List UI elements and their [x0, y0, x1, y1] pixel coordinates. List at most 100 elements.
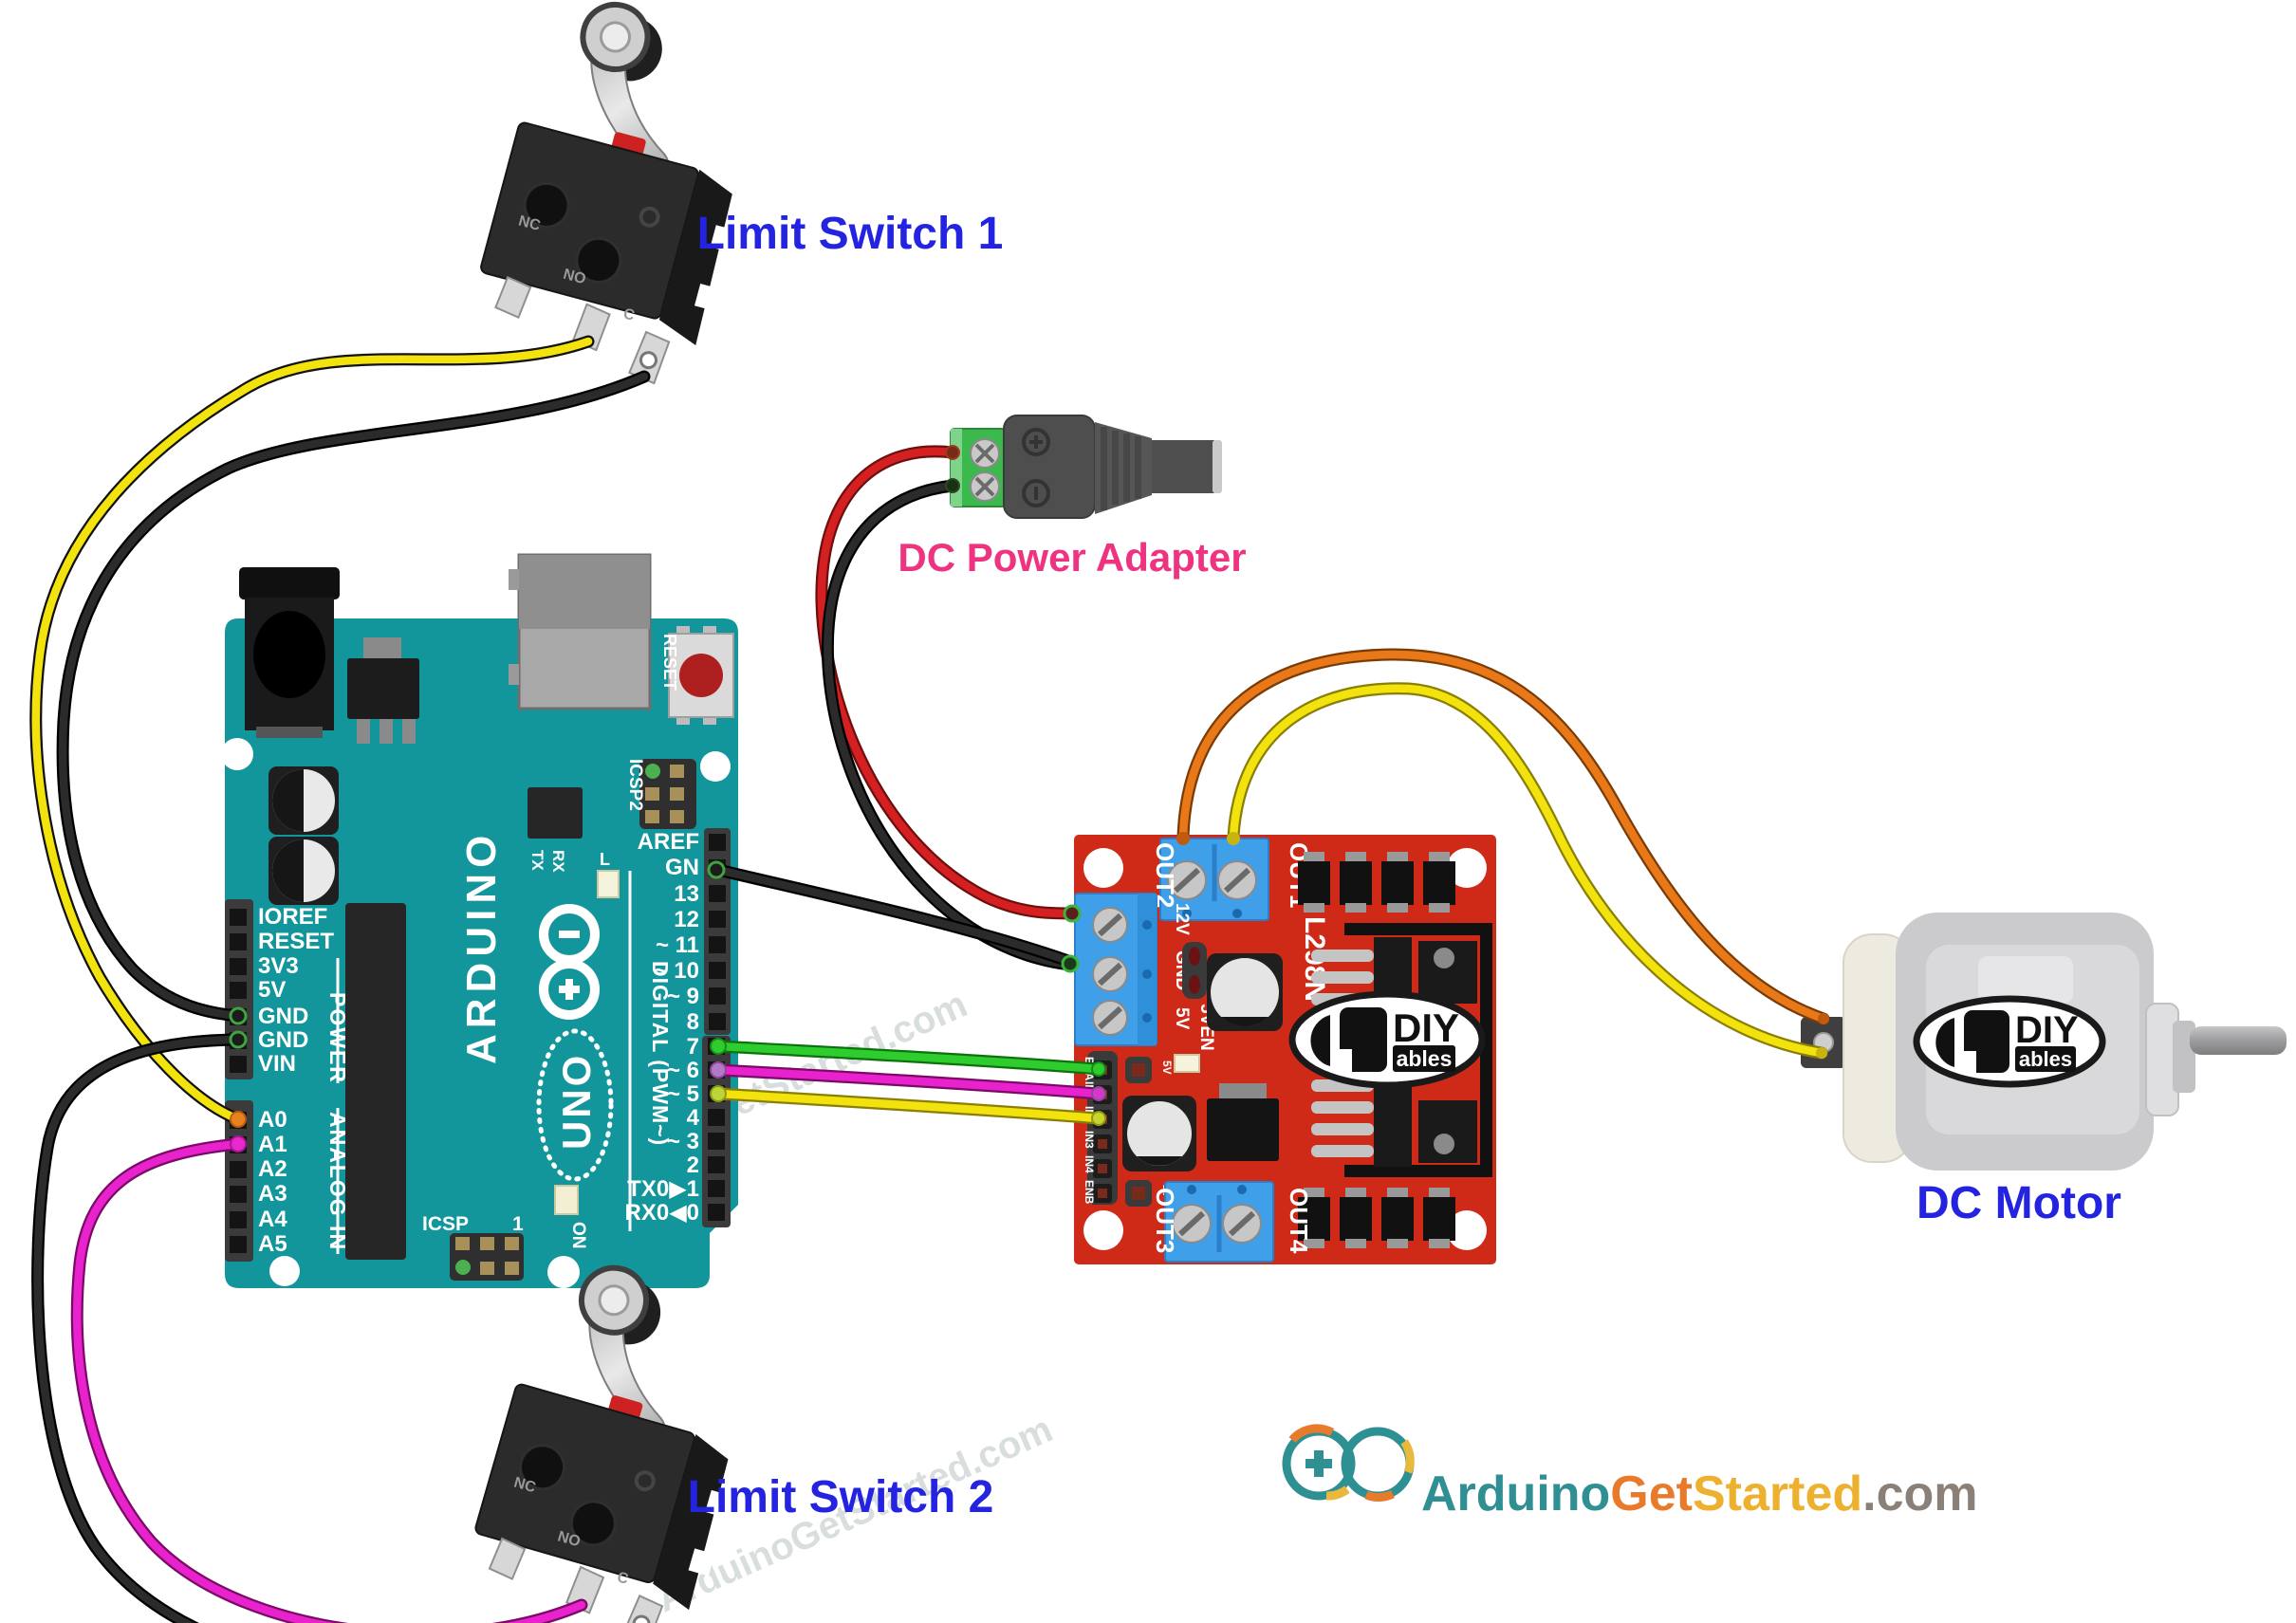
arduino-analog-pin-labels: A0 A1 A2 A3 A4 A5 [258, 1107, 287, 1257]
l-led-label: L [600, 850, 610, 869]
icsp-pin1-label: 1 [512, 1213, 524, 1235]
l298n-power-terminal [1074, 893, 1157, 1046]
pin-label-2: 2 [687, 1153, 699, 1178]
l298n-diodes-bottom [1298, 1188, 1455, 1248]
arduino-icsp2-header [639, 759, 696, 829]
icsp-label: ICSP [422, 1213, 469, 1235]
limit-switch-2: NC NO C [474, 1264, 731, 1623]
pin-label-a1: A1 [258, 1132, 287, 1157]
l298n-led [1174, 1054, 1200, 1073]
in3-label: IN3 [1083, 1131, 1096, 1149]
reset-button-cap [679, 654, 723, 697]
dc-power-adapter-caption: DC Power Adapter [898, 535, 1246, 580]
arduino-digital-header-top-pins [704, 828, 731, 1035]
pin-label-rx0-0: RX0◀0 [625, 1200, 700, 1226]
wire-pin5-to-driver-yellow [713, 1089, 1103, 1123]
in4-label: IN4 [1083, 1155, 1096, 1173]
c-label: C [621, 305, 637, 324]
arduino-power-header-pins [225, 899, 253, 1079]
arduinogetstarted-logo: ArduinoGetStarted.com [1282, 1424, 1978, 1522]
wire-switch2-to-gnd-black [33, 1035, 243, 1623]
arduino-infinity-logo [539, 904, 600, 1020]
c-label: C [615, 1569, 630, 1588]
l298n-aux-pins [1125, 1057, 1152, 1207]
reset-label: RESET [660, 634, 679, 691]
pin-label-5: ~ 5 [667, 1081, 699, 1107]
enb-label: ENB [1083, 1180, 1096, 1205]
no-label: NO [562, 267, 588, 288]
adapter-plug-body [1003, 415, 1096, 519]
pin-label-tx0-1: TX0▶1 [627, 1176, 699, 1202]
power-group-label: POWER [325, 992, 350, 1084]
wire-switch1-to-gnd-black [58, 372, 649, 1021]
pin-label-a3: A3 [258, 1181, 287, 1207]
limit-switch-1: NC NO C [480, 1, 737, 385]
out3-label: OUT3 [1151, 1188, 1179, 1253]
pin-label-a2: A2 [258, 1156, 287, 1182]
nc-label: NC [512, 1475, 538, 1497]
icsp2-label: ICSP2 [625, 759, 645, 811]
arduinogetstarted-wordmark: ArduinoGetStarted.com [1421, 1466, 1978, 1522]
tx-label: TX [528, 850, 546, 871]
terminal-tab [494, 275, 532, 319]
uno-oval [536, 1028, 614, 1182]
wire-out1-to-motor-yellow [1229, 684, 1826, 1058]
adapter-barrel [1152, 440, 1214, 493]
pin-label-8: 8 [687, 1009, 699, 1035]
no-label: NO [556, 1528, 583, 1550]
arduino-mounting-holes [221, 738, 731, 1288]
pin-label-aref: AREF [638, 829, 699, 855]
arduino-usb-connector [509, 553, 652, 710]
plus-icon [1022, 428, 1050, 456]
l298n-capacitor [1122, 1096, 1196, 1171]
l298n-control-pin-labels: ENA IN1 IN2 IN3 IN4 ENB [1083, 1057, 1096, 1205]
arduino-brand-label: ARDUINO [458, 830, 505, 1064]
arduino-mcu-chip [345, 903, 406, 1260]
pin-label-gnd1: GND [258, 1004, 308, 1029]
adapter-barrel-tip [1213, 440, 1222, 493]
wire-connection-dots [229, 445, 1829, 1153]
wire-pin7-to-driver-green [713, 1042, 1103, 1074]
out4-label: OUT4 [1285, 1188, 1313, 1254]
analog-group-label: ANALOG IN [325, 1112, 350, 1251]
pin-label-5v: 5V [258, 977, 286, 1003]
motor-shaft [2190, 1026, 2287, 1055]
12v-label: 12V [1172, 903, 1192, 935]
pin-label-9: ~ 9 [667, 984, 699, 1009]
terminal-tab [488, 1537, 527, 1580]
wordmark-com: .com [1862, 1466, 1977, 1522]
wire-pin6-to-driver-magenta [713, 1065, 1103, 1098]
arduino-reset-button [668, 626, 734, 725]
pin-label-gnd2: GND [258, 1027, 308, 1053]
5v-label: 5V [1172, 1007, 1192, 1030]
pin-label-a5: A5 [258, 1231, 287, 1257]
pin-label-3v3: 3V3 [258, 953, 299, 979]
pin-label-ioref: IOREF [258, 904, 327, 930]
pin-label-13: 13 [674, 881, 699, 907]
dc-power-adapter [950, 415, 1222, 519]
pin-label-11: ~ 11 [656, 932, 699, 958]
wire-adapter-to-12v-red [817, 447, 1077, 918]
pin-label-12: 12 [674, 907, 699, 932]
arduinogetstarted-infinity-icon [1282, 1424, 1415, 1503]
power-led [554, 1185, 579, 1215]
l298n-regulator [1207, 1083, 1279, 1161]
pin-label-a0: A0 [258, 1107, 287, 1133]
rx-label: RX [549, 850, 567, 873]
arduino-uno-board: RESET [221, 553, 738, 1288]
on-label: ON [568, 1222, 588, 1249]
wordmark-arduino: Arduino [1421, 1466, 1610, 1522]
l-led [597, 870, 620, 898]
wire-out2-to-motor-orange [1178, 650, 1828, 1024]
aux-5v-label: 5V [1160, 1060, 1174, 1075]
wordmark-started: Started [1693, 1466, 1862, 1522]
roller-wheel [579, 1264, 650, 1336]
pin-label-a4: A4 [258, 1207, 287, 1232]
pin-label-gnd-digital: GN [665, 855, 699, 880]
arduino-digital-pin-labels: AREF GN 13 12 ~ 11 ~ 10 ~ 9 8 7 ~ 6 ~ 5 … [625, 829, 700, 1226]
digital-group-label: DIGITAL (PWM~) [648, 961, 673, 1146]
ables-logo-text: ables [2019, 1047, 2072, 1071]
l298n-out12-terminal [1159, 838, 1269, 921]
adapter-terminal-screws [970, 438, 1000, 502]
